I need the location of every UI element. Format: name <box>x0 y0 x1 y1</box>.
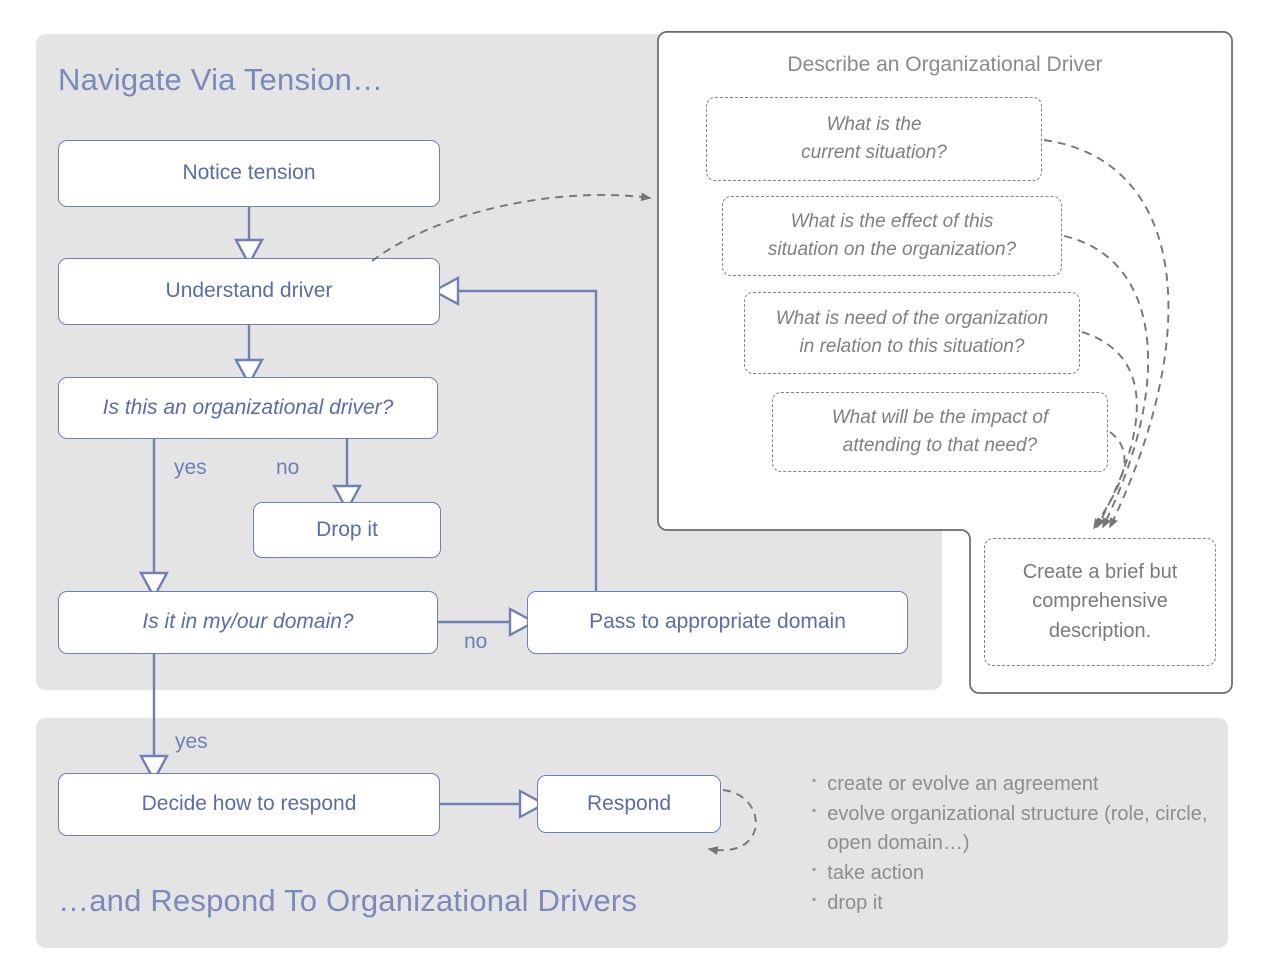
list-item-label: drop it <box>827 892 883 914</box>
bullet-square-icon: ▪ <box>812 892 817 906</box>
list-item-label: create or evolve an agreement <box>827 773 1099 795</box>
respond-options-list: ▪ create or evolve an agreement ▪ evolve… <box>812 770 1212 919</box>
page-title-respond: …and Respond To Organizational Drivers <box>58 883 638 918</box>
list-item-label: evolve organizational structure (role, c… <box>827 803 1208 854</box>
edge-label-domain-no: no <box>464 630 488 653</box>
node-pass-to-appropriate-domain[interactable]: Pass to appropriate domain <box>527 591 908 654</box>
node-decide-how-to-respond[interactable]: Decide how to respond <box>58 773 440 836</box>
list-item: ▪ take action <box>812 859 1212 888</box>
list-item: ▪ drop it <box>812 889 1212 918</box>
list-item: ▪ create or evolve an agreement <box>812 770 1212 799</box>
node-understand-driver[interactable]: Understand driver <box>58 258 440 325</box>
bullet-square-icon: ▪ <box>812 862 817 876</box>
page-title-navigate: Navigate Via Tension… <box>58 62 384 97</box>
section-title-describe: Describe an Organizational Driver <box>787 53 1103 76</box>
edge-label-domain-yes: yes <box>175 730 208 753</box>
edge-label-org-driver-yes: yes <box>174 456 207 479</box>
node-notice-tension[interactable]: Notice tension <box>58 140 440 207</box>
node-is-in-my-our-domain[interactable]: Is it in my/our domain? <box>58 591 438 654</box>
bullet-square-icon: ▪ <box>812 773 817 787</box>
node-respond[interactable]: Respond <box>537 775 721 833</box>
list-item: ▪ evolve organizational structure (role,… <box>812 800 1212 858</box>
node-drop-it[interactable]: Drop it <box>253 502 441 558</box>
bullet-square-icon: ▪ <box>812 803 817 817</box>
edge-label-org-driver-no: no <box>276 456 300 479</box>
list-item-label: take action <box>827 862 924 884</box>
node-is-organizational-driver[interactable]: Is this an organizational driver? <box>58 377 438 439</box>
